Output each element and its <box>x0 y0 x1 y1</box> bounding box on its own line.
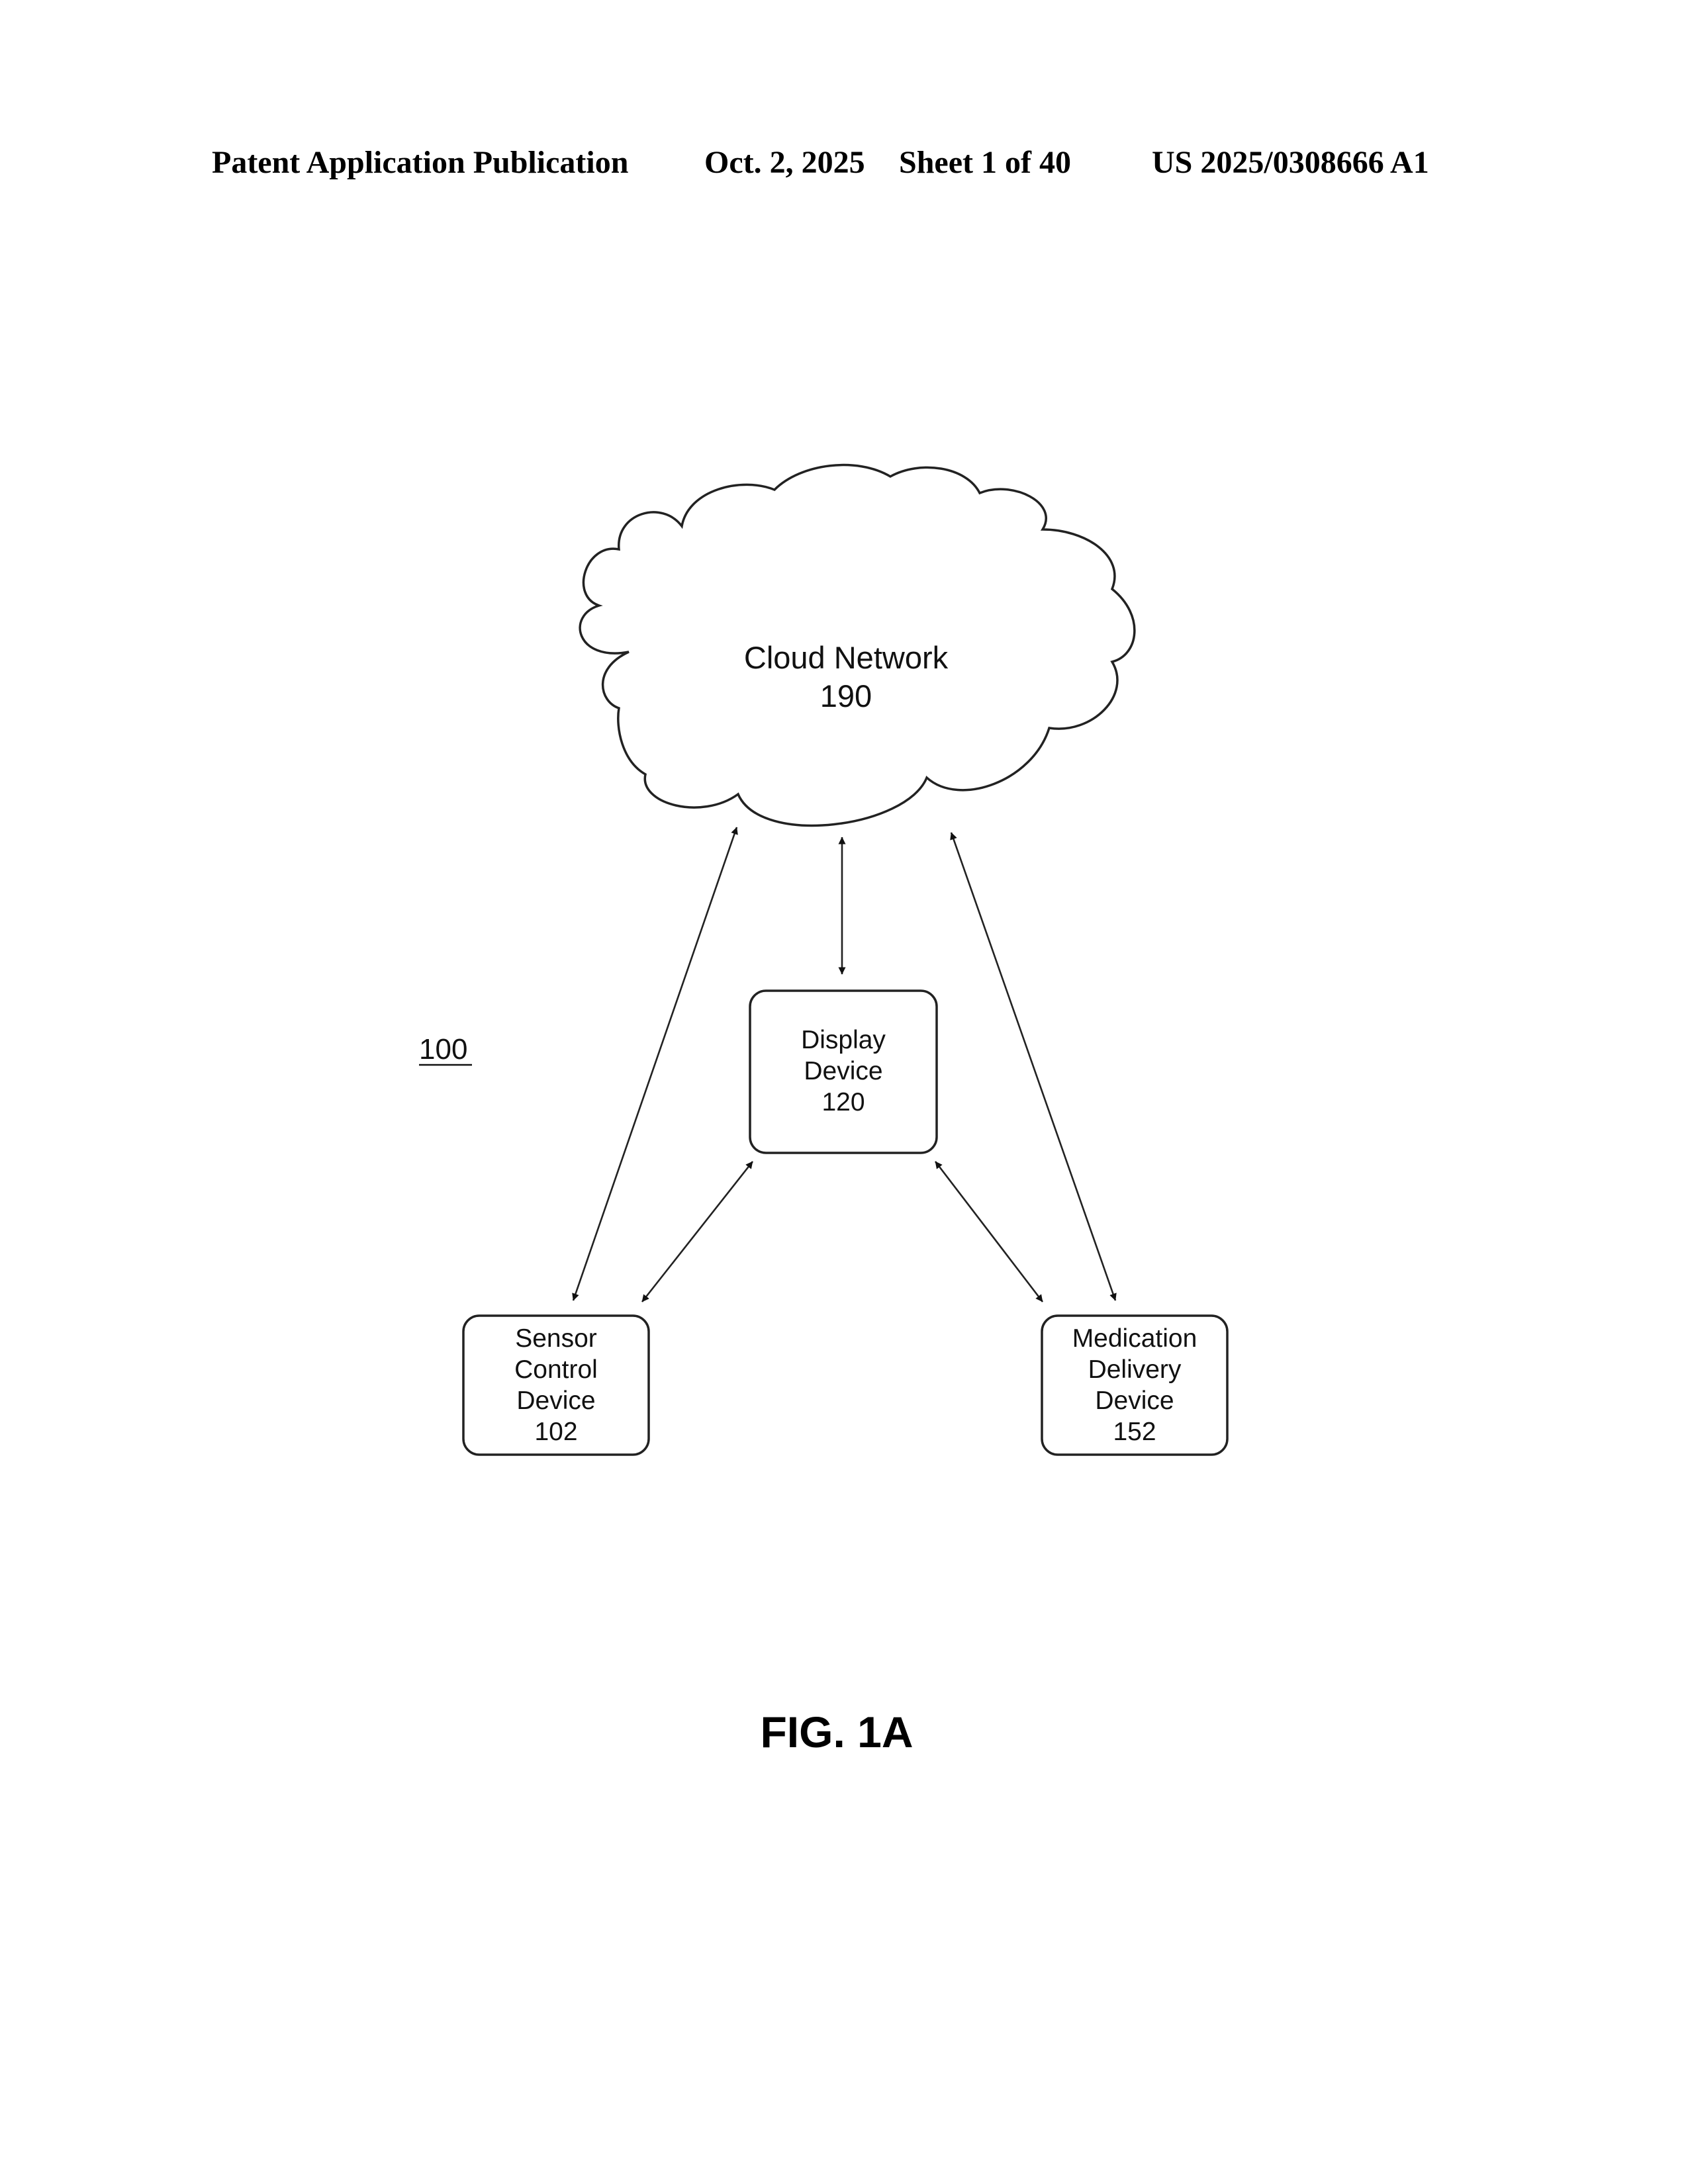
medication-delivery-device-line1: Medication <box>1072 1324 1197 1353</box>
display-device-line2: Device <box>804 1057 882 1085</box>
medication-delivery-device-line3: Device <box>1095 1387 1174 1415</box>
connector-cloud-sensor <box>573 827 737 1300</box>
figure-label: FIG. 1A <box>760 1707 913 1756</box>
sensor-control-device-line3: Device <box>516 1387 595 1415</box>
display-device-line1: Display <box>801 1026 886 1054</box>
cloud-network-ref: 190 <box>820 678 872 713</box>
sensor-control-device-line2: Control <box>514 1355 598 1384</box>
medication-delivery-device-line2: Delivery <box>1088 1355 1182 1384</box>
sensor-control-device-ref: 102 <box>534 1418 577 1446</box>
medication-delivery-device-ref: 152 <box>1113 1418 1156 1446</box>
connector-display-sensor <box>642 1161 753 1302</box>
cloud-network-label: Cloud Network <box>744 640 949 675</box>
system-reference-number: 100 <box>419 1033 467 1066</box>
sensor-control-device-line1: Sensor <box>515 1324 597 1353</box>
display-device-ref: 120 <box>821 1088 865 1116</box>
connector-display-medication <box>935 1161 1043 1302</box>
connector-cloud-medication <box>951 833 1115 1300</box>
